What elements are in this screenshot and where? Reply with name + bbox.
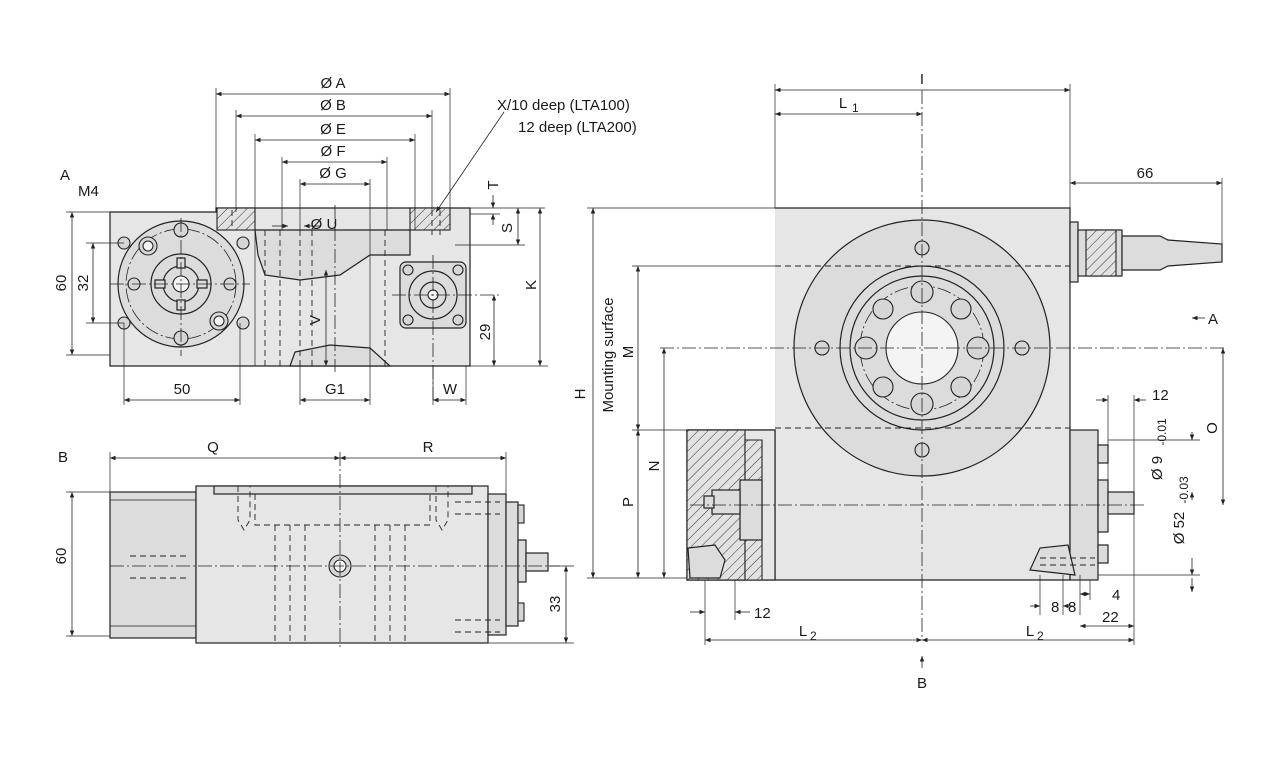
- bolt-icon: [452, 264, 464, 276]
- dim-12-bottom-label: 12: [754, 605, 771, 622]
- main-view-shaft: [1107, 491, 1135, 515]
- corner-bolt-icon: [236, 236, 250, 250]
- dim-P-label: P: [620, 497, 637, 507]
- dim-G1-label: G1: [325, 381, 345, 398]
- dim-dia-A-label: Ø A: [320, 75, 345, 92]
- side-view-end-plate: [487, 493, 507, 636]
- side-view-motor-block: [109, 491, 197, 639]
- dim-dia-U-label: Ø U: [311, 216, 338, 233]
- dim-L2-left-label: L: [799, 623, 807, 640]
- side-view-shaft: [525, 552, 549, 572]
- dim-W-label: W: [443, 381, 458, 398]
- dim-33-label: 33: [547, 596, 564, 613]
- side-view: [66, 452, 574, 650]
- main-view-pin: [711, 489, 741, 515]
- dim-V-label: V: [307, 315, 324, 325]
- side-view-labels: B Q R 60 33: [53, 439, 564, 612]
- thread-M4-label: M4: [78, 183, 99, 200]
- bolt-icon: [452, 314, 464, 326]
- dim-dia-F-label: Ø F: [321, 143, 346, 160]
- dim-dia9-label: Ø 9: [1149, 456, 1166, 480]
- front-view: [66, 88, 548, 405]
- dim-T-label: T: [485, 180, 502, 189]
- dim-M-label: M: [620, 346, 637, 359]
- main-view-labels: I L 1 66 A Mounting surface H M N P O 12…: [572, 71, 1221, 692]
- dim-S-label: S: [499, 223, 516, 233]
- view-arrow-A-label: A: [1208, 311, 1218, 328]
- dim-K-label: K: [523, 280, 540, 290]
- bolt-icon: [872, 376, 894, 398]
- main-view: [587, 84, 1226, 668]
- cable-connector-sleeve: [1121, 235, 1223, 271]
- dim-N-label: N: [646, 461, 663, 472]
- front-cutaway: [254, 229, 411, 281]
- note-line-2: 12 deep (LTA200): [518, 119, 637, 136]
- dim-60-side-label: 60: [53, 548, 70, 565]
- dim-dia-E-label: Ø E: [320, 121, 346, 138]
- dim-R-label: R: [423, 439, 434, 456]
- dim-dia-G-label: Ø G: [319, 165, 347, 182]
- view-A-label: A: [60, 167, 70, 184]
- view-B-label: B: [58, 449, 68, 466]
- dim-H-label: H: [572, 389, 589, 400]
- dim-8a-label: 8: [1051, 599, 1059, 616]
- bolt-icon: [872, 298, 894, 320]
- note-line-1: X/10 deep (LTA100): [497, 97, 630, 114]
- bolt-icon: [402, 264, 414, 276]
- front-cutaway-bottom: [289, 344, 392, 367]
- dim-60-front-label: 60: [53, 275, 70, 292]
- dim-L2-right-subscript: 2: [1037, 629, 1044, 643]
- dim-I-label: I: [920, 71, 924, 88]
- dim-dia9-tolerance: -0.01: [1155, 418, 1169, 446]
- dim-L1-label: L: [839, 95, 847, 112]
- dim-29-label: 29: [477, 324, 494, 341]
- dim-22-label: 22: [1102, 609, 1119, 626]
- front-view-labels: Ø A Ø B Ø E Ø F Ø G Ø U X/10 deep (LTA10…: [53, 75, 637, 398]
- dim-L2-left-subscript: 2: [810, 629, 817, 643]
- dim-dia52-label: Ø 52: [1171, 512, 1188, 545]
- dim-O-label: O: [1204, 422, 1221, 434]
- dim-dia52-tolerance: -0.03: [1177, 476, 1191, 504]
- dim-8b-label: 8: [1068, 599, 1076, 616]
- dim-50-label: 50: [174, 381, 191, 398]
- dim-L2-right-label: L: [1026, 623, 1034, 640]
- dim-66-label: 66: [1137, 165, 1154, 182]
- dim-32-label: 32: [75, 275, 92, 292]
- bolt-icon: [950, 298, 972, 320]
- dim-dia-B-label: Ø B: [320, 97, 346, 114]
- dim-Q-label: Q: [207, 439, 219, 456]
- corner-bolt-icon: [236, 316, 250, 330]
- dim-12-top-label: 12: [1152, 387, 1169, 404]
- bolt-icon: [950, 376, 972, 398]
- flange-section-right: [409, 207, 451, 231]
- view-arrow-B-label: B: [917, 675, 927, 692]
- dim-L1-subscript: 1: [852, 101, 859, 115]
- dim-4-label: 4: [1112, 587, 1120, 604]
- mounting-surface-label: Mounting surface: [600, 297, 617, 412]
- bolt-icon: [402, 314, 414, 326]
